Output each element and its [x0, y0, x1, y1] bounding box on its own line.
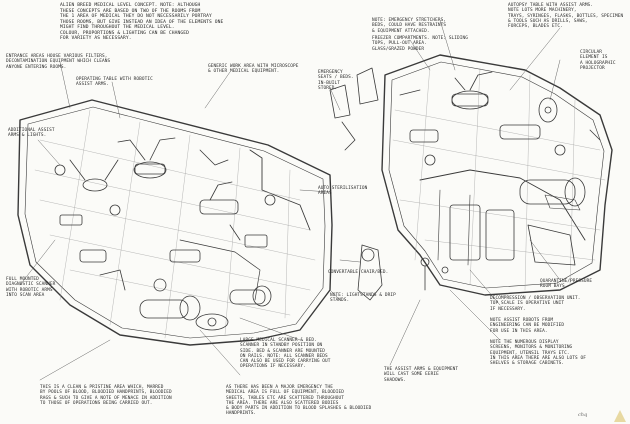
auto-sterilisation-note: AUTO STERILISATION AREAS: [318, 186, 368, 197]
entrance-note: ENTRANCE AREAS HOUSE VARIOUS FILTERS, DE…: [6, 54, 111, 70]
diagnostic-scanner-note: FULL MOUNTED DIAGNOSTIC SCANNER WITH ROB…: [6, 277, 56, 298]
major-emergency-note: AS THERE HAS BEEN A MAJOR EMERGENCY THE …: [226, 385, 372, 417]
right-room-walls: [381, 54, 613, 296]
left-room-walls: [17, 99, 333, 346]
decompression-note: DECOMPRESSION / OBSERVATION UNIT. TOP SC…: [490, 296, 581, 312]
clean-area-note: THIS IS A CLEAN & PRISTINE AREA WHICH, M…: [40, 385, 172, 406]
freezer-note: FREEZER COMPARTMENTS. NOTE: SLIDING TOPS…: [372, 36, 469, 52]
assist-arms-note: THE ASSIST ARMS & EQUIPMENT WILL CAST SO…: [384, 367, 459, 383]
lightstands-note: NOTE: LIGHTSTANDS & DRIP STANDS.: [330, 293, 396, 304]
artist-signature: chq: [578, 412, 588, 418]
generic-work-note: GENERIC WORK AREA WITH MICROSCOPE & OTHE…: [208, 64, 299, 75]
operating-table-note: OPERATING TABLE WITH ROBOTIC ASSIST ARMS…: [76, 77, 153, 88]
holographic-projector-note: CIRCULAR ELEMENT IS A HOLOGRAPHIC PROJEC…: [580, 50, 616, 71]
assist-robots-note: NOTE ASSIST ROBOTS FROM ENGINEERING CAN …: [490, 318, 565, 334]
quarantine-note: QUARANTINE/PRESSURE ROOM BAYS: [540, 279, 593, 290]
emergency-stretchers-note: NOTE: EMERGENCY STRETCHERS, BEDS, COULD …: [372, 18, 447, 34]
autopsy-note: AUTOPSY TABLE WITH ASSIST ARMS. NOTE LOT…: [508, 3, 624, 30]
additional-arms-note: ADDITIONAL ASSIST ARMS & LIGHTS.: [8, 128, 55, 139]
large-scanner-note: LARGE MEDICAL SCANNER & BED. SCANNER IN …: [240, 338, 331, 370]
display-screens-note: NOTE THE NUMEROUS DISPLAY SCREENS, MONIT…: [490, 340, 587, 367]
concept-title-note: ALIEN BREED MEDICAL LEVEL CONCEPT. NOTE:…: [60, 3, 224, 41]
convertable-chair-note: CONVERTABLE CHAIR/BED.: [328, 270, 389, 275]
emergency-seats-note: EMERGENCY SEATS / BEDS. IN-BUILT STORED.: [318, 70, 354, 91]
